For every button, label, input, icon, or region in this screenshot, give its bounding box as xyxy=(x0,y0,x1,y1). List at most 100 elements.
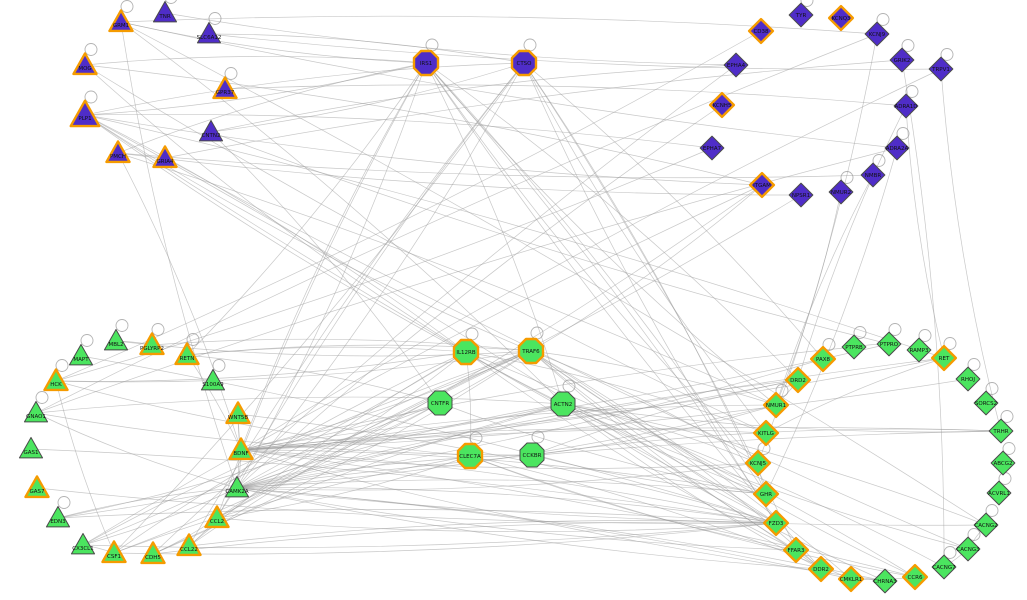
node-CACNG2[interactable]: CACNG2 xyxy=(973,512,999,538)
node-PLP1[interactable]: PLP1 xyxy=(69,99,101,128)
node-GRM1[interactable]: GRM1 xyxy=(108,9,134,33)
node-PTPRO[interactable]: PTPRO xyxy=(876,331,902,357)
node-NPSR1[interactable]: NPSR1 xyxy=(788,182,814,208)
node-CCKBR[interactable]: CCKBR xyxy=(519,442,545,468)
edge xyxy=(188,520,777,547)
edges-layer xyxy=(30,12,1002,582)
edge xyxy=(523,62,797,551)
edge xyxy=(425,62,799,381)
edge xyxy=(152,64,737,555)
edge xyxy=(84,55,427,66)
node-GHR[interactable]: GHR xyxy=(752,480,780,508)
self-loop xyxy=(186,333,200,346)
node-IL12RB[interactable]: IL12RB xyxy=(452,338,480,366)
node-ADRA1D[interactable]: ADRA1D xyxy=(893,93,919,119)
node-CCR6[interactable]: CCR6 xyxy=(901,563,929,591)
diamond-shape xyxy=(884,135,910,161)
diamond-shape xyxy=(986,480,1012,506)
edge xyxy=(523,62,767,495)
node-ADRA2A[interactable]: ADRA2A xyxy=(884,135,910,161)
node-GAS7[interactable]: GAS7 xyxy=(24,475,50,499)
node-WNT5B[interactable]: WNT5B xyxy=(225,401,251,425)
node-TNR[interactable]: TNR xyxy=(152,0,178,23)
node-GAS1[interactable]: GAS1 xyxy=(18,436,44,459)
edge xyxy=(530,350,777,524)
self-loop xyxy=(800,0,814,7)
edge xyxy=(84,62,427,116)
self-loop xyxy=(872,154,886,167)
node-RHOJ[interactable]: RHOJ xyxy=(955,366,981,392)
edge xyxy=(530,184,763,352)
self-loop xyxy=(151,323,165,336)
node-KITLG[interactable]: KITLG xyxy=(752,419,780,447)
node-KCNQ3[interactable]: KCNQ3 xyxy=(827,4,855,32)
node-ABCG2[interactable]: ABCG2 xyxy=(990,450,1016,476)
node-PMCH[interactable]: PMCH xyxy=(105,140,131,164)
node-ACVRL1[interactable]: ACVRL1 xyxy=(986,480,1012,506)
octagon-shape xyxy=(427,390,453,416)
node-NMBR[interactable]: NMBR xyxy=(860,162,886,188)
node-TRHR[interactable]: TRHR xyxy=(988,418,1014,444)
node-CHRNA3[interactable]: CHRNA3 xyxy=(872,568,898,594)
diamond-shape xyxy=(699,135,725,161)
node-TRAF6[interactable]: TRAF6 xyxy=(517,337,545,365)
node-NMUR2[interactable]: NMUR2 xyxy=(828,179,854,205)
self-loop xyxy=(165,0,177,4)
edge xyxy=(164,59,903,159)
diamond-shape xyxy=(872,568,898,594)
diamond-shape xyxy=(809,345,837,373)
edge xyxy=(82,350,532,546)
node-RAMP3[interactable]: RAMP3 xyxy=(906,337,932,363)
node-TYR[interactable]: TYR xyxy=(788,2,814,28)
diamond-shape xyxy=(930,344,958,372)
node-CD38[interactable]: CD38 xyxy=(747,17,775,45)
edge xyxy=(240,346,855,451)
edge xyxy=(523,62,767,434)
node-GPR37[interactable]: GPR37 xyxy=(212,76,238,100)
diamond-shape xyxy=(723,52,749,78)
node-MBL2[interactable]: MBL2 xyxy=(103,328,129,351)
node-CTSO[interactable]: CTSO xyxy=(510,49,538,77)
edge xyxy=(84,113,713,149)
node-CACNG3[interactable]: CACNG3 xyxy=(955,536,981,562)
node-GRIK2[interactable]: GRIK2 xyxy=(889,47,915,73)
node-GNAO1[interactable]: GNAO1 xyxy=(23,400,49,423)
node-HCK[interactable]: HCK xyxy=(43,368,69,392)
node-CX3CL1[interactable]: CX3CL1 xyxy=(70,532,96,555)
edge xyxy=(240,449,777,524)
triangle-shape xyxy=(24,475,50,499)
node-IRS1[interactable]: IRS1 xyxy=(412,49,440,77)
node-MOG[interactable]: MOG xyxy=(72,52,98,76)
self-loop xyxy=(905,85,919,98)
node-ACTN2[interactable]: ACTN2 xyxy=(550,391,576,417)
triangle-shape xyxy=(152,145,178,169)
octagon-shape xyxy=(517,337,545,365)
node-CLEC7A[interactable]: CLEC7A xyxy=(456,442,484,470)
node-EPHA7[interactable]: EPHA7 xyxy=(699,135,725,161)
node-ITGAM[interactable]: ITGAM xyxy=(748,171,776,199)
node-TRPV1[interactable]: TRPV1 xyxy=(928,56,954,82)
diamond-shape xyxy=(752,480,780,508)
self-loop xyxy=(523,38,537,52)
node-KCNH5[interactable]: KCNH5 xyxy=(708,91,736,119)
node-CCL22[interactable]: CCL22 xyxy=(176,533,202,557)
node-SORCS2[interactable]: SORCS2 xyxy=(973,390,999,416)
node-FZD3[interactable]: FZD3 xyxy=(762,509,790,537)
node-PTPRB[interactable]: PTPRB xyxy=(841,334,867,360)
node-CMKLR1[interactable]: CMKLR1 xyxy=(837,565,865,593)
diamond-shape xyxy=(893,93,919,119)
node-RET[interactable]: RET xyxy=(930,344,958,372)
node-S100A9[interactable]: S100A9 xyxy=(200,368,226,391)
node-FFAR3[interactable]: FFAR3 xyxy=(782,536,810,564)
node-SLC6A12[interactable]: SLC6A12 xyxy=(197,21,222,44)
triangle-shape xyxy=(69,99,101,128)
node-CNTFR[interactable]: CNTFR xyxy=(427,390,453,416)
node-CACNG7[interactable]: CACNG7 xyxy=(931,554,957,580)
triangle-shape xyxy=(23,400,49,423)
edge xyxy=(797,105,907,381)
edge xyxy=(84,64,767,434)
node-MAPT[interactable]: MAPT xyxy=(68,343,94,366)
node-KCNJ9[interactable]: KCNJ9 xyxy=(864,21,890,47)
